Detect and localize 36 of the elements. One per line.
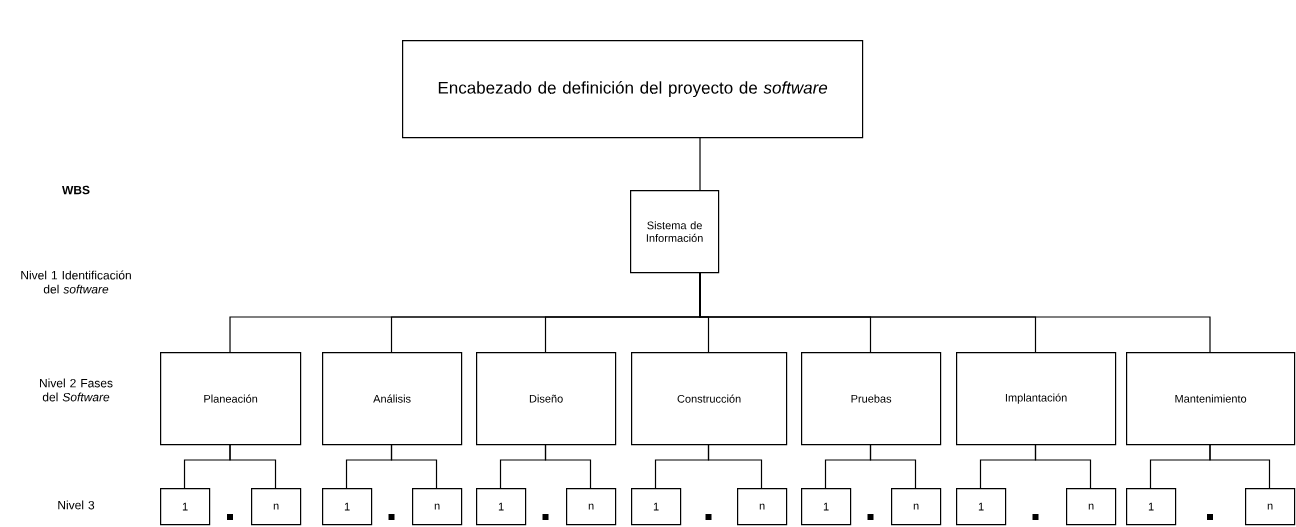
connector-line bbox=[699, 271, 1211, 353]
system-box: Sistema de Información bbox=[630, 190, 720, 274]
connector-line bbox=[869, 443, 917, 489]
phase-box: Mantenimiento bbox=[1126, 352, 1296, 446]
item-box: 1 bbox=[160, 488, 211, 526]
item-box: 1 bbox=[322, 488, 373, 526]
item-box: 1 bbox=[631, 488, 682, 526]
level-label: Nivel 2 Fases del Software bbox=[40, 378, 113, 402]
connector-line bbox=[1034, 443, 1092, 489]
item-box: n bbox=[566, 488, 617, 526]
connector-line bbox=[544, 443, 592, 489]
item-box: 1 bbox=[956, 488, 1007, 526]
item-box: 1 bbox=[1126, 488, 1177, 526]
header-box: Encabezado de definición del proyecto de software bbox=[402, 40, 864, 139]
level-label: Nivel 1 Identificación del software bbox=[21, 270, 131, 294]
level-label: WBS bbox=[62, 185, 90, 195]
item-box: 1 bbox=[476, 488, 527, 526]
connector-line bbox=[699, 136, 701, 191]
connector-line bbox=[390, 443, 438, 489]
phase-box: Planeación bbox=[160, 352, 302, 446]
item-box: n bbox=[412, 488, 463, 526]
item-box: n bbox=[251, 488, 302, 526]
item-box: n bbox=[891, 488, 942, 526]
item-box: n bbox=[1245, 488, 1296, 526]
connector-line bbox=[707, 443, 763, 489]
connector-line bbox=[229, 443, 277, 489]
item-box: 1 bbox=[801, 488, 852, 526]
connector-line bbox=[1209, 443, 1271, 489]
item-box: n bbox=[1066, 488, 1117, 526]
phase-box: Análisis bbox=[322, 352, 463, 446]
item-box: n bbox=[737, 488, 788, 526]
phase-box: Construcción bbox=[631, 352, 788, 446]
phase-box: Diseño bbox=[476, 352, 617, 446]
phase-box: Implantación bbox=[956, 352, 1117, 446]
phase-box: Pruebas bbox=[801, 352, 942, 446]
level-label: Nivel 3 bbox=[58, 500, 95, 510]
